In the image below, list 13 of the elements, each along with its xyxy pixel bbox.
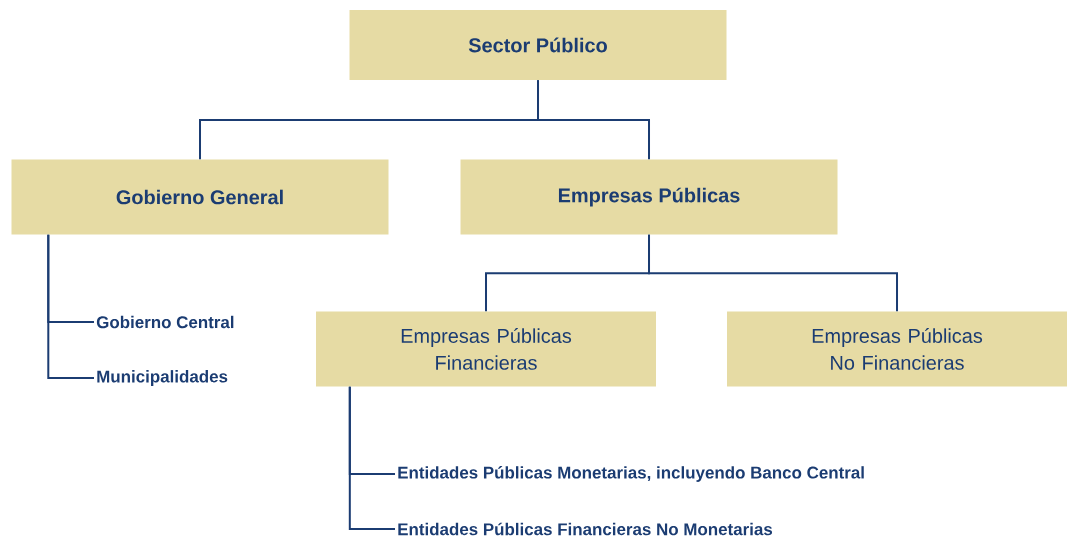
item-label: Entidades Públicas Financieras No Monetarias (398, 522, 773, 536)
item-label: Gobierno Central (96, 315, 234, 329)
item-label: Entidades Públicas Monetarias, incluyendo Banco Central (398, 466, 864, 482)
connector-line (537, 79, 650, 161)
item-label: Municipalidades (97, 370, 228, 386)
subcategory-box: Empresas Públicas No Financieras (727, 311, 1067, 387)
category-box: Empresas Públicas (460, 159, 838, 235)
connector-line (348, 385, 396, 530)
connector-line (648, 233, 898, 313)
subcategory-box: Empresas Públicas Financieras (316, 311, 656, 387)
category-box: Gobierno General (11, 159, 389, 235)
connector-line (47, 233, 95, 379)
title-box: Sector Público (349, 10, 727, 80)
